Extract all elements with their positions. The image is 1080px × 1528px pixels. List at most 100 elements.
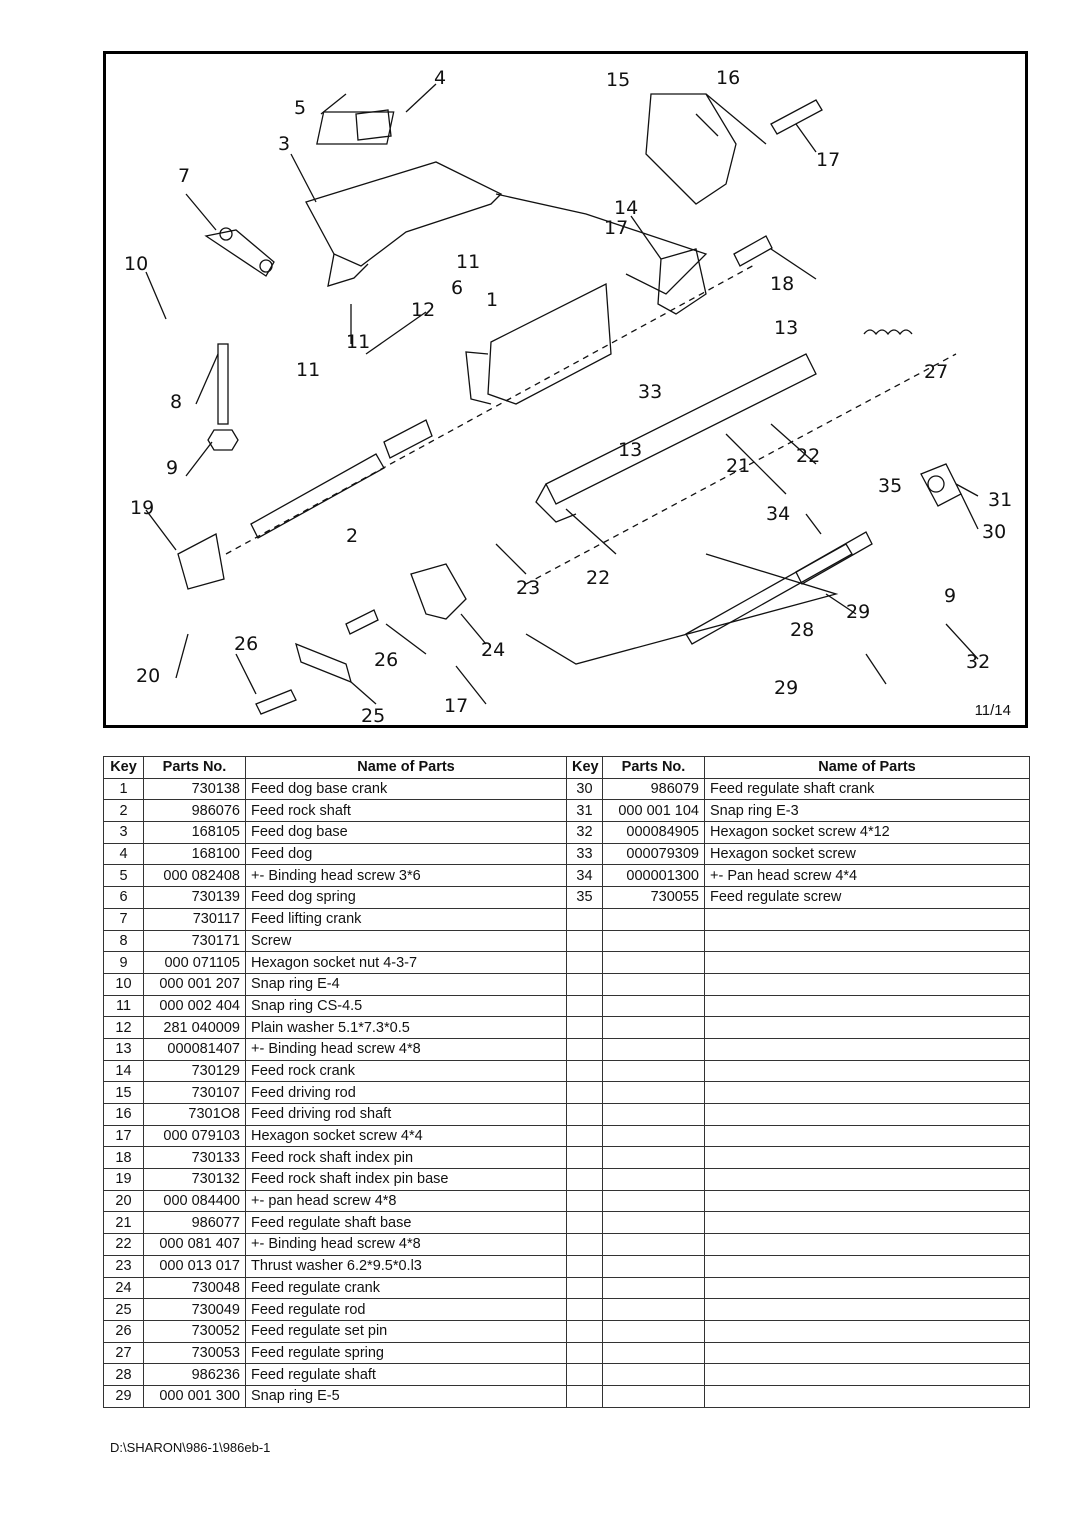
- empty-cell: [566, 1233, 603, 1256]
- callout-label: 33: [638, 381, 662, 403]
- part-number: 000 001 300: [143, 1384, 246, 1408]
- empty-cell: [566, 1103, 603, 1126]
- part-name: +- pan head screw 4*8: [245, 1189, 567, 1213]
- part-number: 730117: [143, 907, 246, 931]
- part-key: 16: [103, 1103, 144, 1126]
- empty-cell: [704, 1124, 1030, 1148]
- empty-cell: [704, 1211, 1030, 1235]
- part-name: +- Binding head screw 4*8: [245, 1233, 567, 1256]
- part-name: Feed dog spring: [245, 886, 567, 909]
- part-key: 3: [103, 821, 144, 844]
- part-key: 21: [103, 1211, 144, 1235]
- part-name: Hexagon socket screw: [704, 842, 1030, 866]
- callout-label: 1: [486, 289, 498, 311]
- empty-cell: [704, 951, 1030, 974]
- empty-cell: [566, 994, 603, 1018]
- part-name: Snap ring E-3: [704, 799, 1030, 823]
- part-key: 23: [103, 1254, 144, 1278]
- callout-label: 5: [294, 97, 306, 119]
- callout-label: 22: [796, 445, 820, 467]
- part-name: Feed regulate crank: [245, 1276, 567, 1300]
- part-number: 986077: [143, 1211, 246, 1235]
- part-name: Feed regulate shaft crank: [704, 777, 1030, 801]
- part-number: 730139: [143, 886, 246, 909]
- callout-label: 29: [846, 601, 870, 623]
- empty-cell: [704, 1233, 1030, 1256]
- part-name: Feed regulate screw: [704, 886, 1030, 909]
- table-row-empty: [566, 1103, 1030, 1126]
- callout-label: 26: [234, 633, 258, 655]
- empty-cell: [602, 1254, 705, 1278]
- callout-label: 20: [136, 665, 160, 687]
- callout-label: 12: [411, 299, 435, 321]
- part-name: Feed dog base: [245, 821, 567, 844]
- part-number: 730055: [602, 886, 705, 909]
- part-number: 000 002 404: [143, 994, 246, 1018]
- callout-label: 15: [606, 69, 630, 91]
- part-number: 7301O8: [143, 1103, 246, 1126]
- part-number: 730049: [143, 1298, 246, 1321]
- empty-cell: [704, 994, 1030, 1018]
- empty-cell: [566, 951, 603, 974]
- part-name: Snap ring E-5: [245, 1384, 567, 1408]
- part-key: 26: [103, 1319, 144, 1343]
- part-number: 000 001 207: [143, 972, 246, 996]
- empty-cell: [602, 1233, 705, 1256]
- part-number: 730132: [143, 1168, 246, 1191]
- part-number: 986076: [143, 799, 246, 823]
- part-key: 24: [103, 1276, 144, 1300]
- part-name: Feed regulate set pin: [245, 1319, 567, 1343]
- callout-label: 9: [944, 585, 956, 607]
- part-name: Feed regulate shaft base: [245, 1211, 567, 1235]
- part-number: 986236: [143, 1363, 246, 1386]
- part-number: 000 071105: [143, 951, 246, 974]
- empty-cell: [566, 1254, 603, 1278]
- part-number: 730171: [143, 929, 246, 953]
- empty-cell: [602, 907, 705, 931]
- empty-cell: [704, 1298, 1030, 1321]
- callout-label: 9: [166, 457, 178, 479]
- empty-cell: [566, 907, 603, 931]
- callout-label: 19: [130, 497, 154, 519]
- part-number: 730129: [143, 1059, 246, 1083]
- empty-cell: [704, 1384, 1030, 1408]
- part-key: 5: [103, 864, 144, 888]
- empty-cell: [602, 1298, 705, 1321]
- callout-label: 24: [481, 639, 505, 661]
- part-name: +- Binding head screw 3*6: [245, 864, 567, 888]
- empty-cell: [602, 1363, 705, 1386]
- empty-cell: [566, 1059, 603, 1083]
- table-row-empty: [566, 1037, 1030, 1061]
- empty-cell: [566, 1211, 603, 1235]
- part-key: 12: [103, 1016, 144, 1039]
- empty-cell: [704, 1168, 1030, 1191]
- part-number: 000001300: [602, 864, 705, 888]
- part-number: 168100: [143, 842, 246, 866]
- table-row-empty: [566, 1341, 1030, 1365]
- header-name: Name of Parts: [704, 756, 1030, 779]
- empty-cell: [602, 1168, 705, 1191]
- part-name: Feed lifting crank: [245, 907, 567, 931]
- empty-cell: [602, 1103, 705, 1126]
- part-key: 27: [103, 1341, 144, 1365]
- part-number: 281 040009: [143, 1016, 246, 1039]
- empty-cell: [602, 1189, 705, 1213]
- part-number: 000 084400: [143, 1189, 246, 1213]
- part-key: 33: [566, 842, 603, 866]
- empty-cell: [602, 1384, 705, 1408]
- empty-cell: [704, 1059, 1030, 1083]
